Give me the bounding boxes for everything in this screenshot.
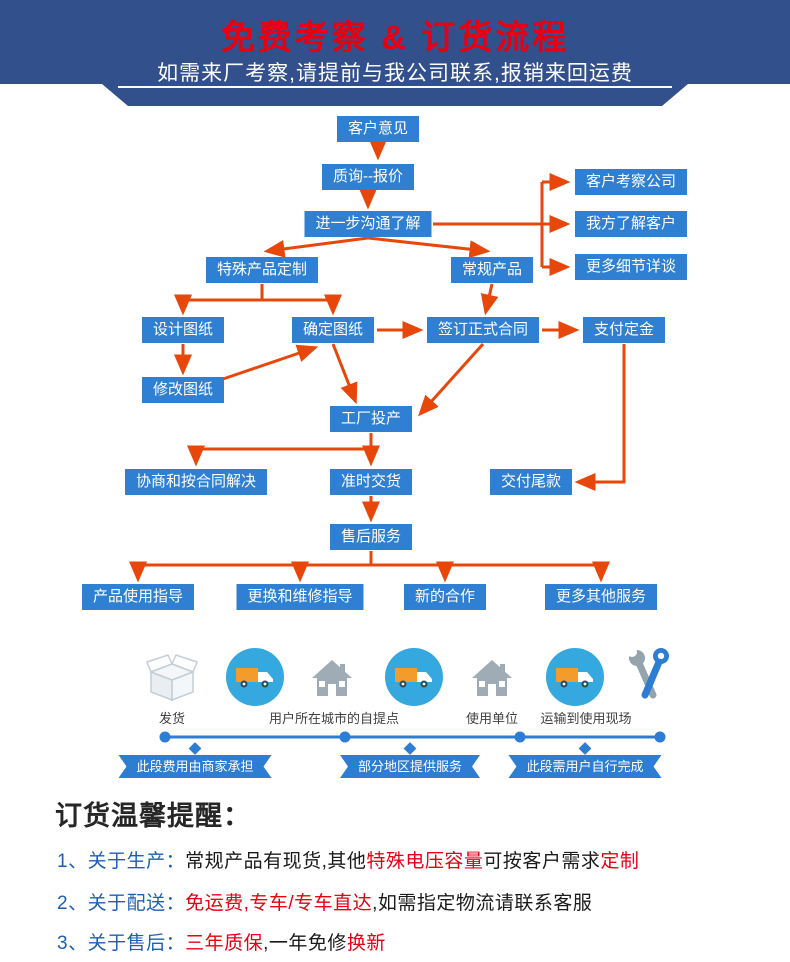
reminder-production-highlight-2: 定制 — [600, 851, 640, 872]
flow-node-revise-drawing: 修改图纸 — [141, 377, 225, 403]
reminder-delivery-text: ,如需指定物流请联系客服 — [372, 893, 593, 914]
flow-node-custom-product: 特殊产品定制 — [205, 257, 319, 283]
flow-node-more-services: 更多其他服务 — [544, 584, 658, 610]
reminder-line-delivery: 2、关于配送：免运费,专车/专车直达,如需指定物流请联系客服 — [57, 888, 592, 915]
flow-node-new-cooperation: 新的合作 — [403, 584, 487, 610]
flow-node-pay-balance: 交付尾款 — [489, 469, 573, 495]
flow-node-on-time-delivery: 准时交货 — [329, 469, 413, 495]
reminder-line-after-sales: 3、关于售后：三年质保,一年免修换新 — [57, 928, 386, 955]
flow-node-after-sales-service: 售后服务 — [329, 524, 413, 550]
banner-title: 免费考察 & 订货流程 — [220, 19, 570, 57]
package-icon — [145, 652, 199, 707]
flow-node-design-drawing: 设计图纸 — [141, 317, 225, 343]
reminder-delivery-highlight: 免运费,专车/专车直达 — [185, 893, 373, 914]
flow-node-client-visit-company: 客户考察公司 — [574, 169, 688, 195]
flow-node-further-communication: 进一步沟通了解 — [304, 211, 432, 237]
ribbon-user-complete: 此段需用户自行完成 — [508, 755, 661, 778]
flow-node-factory-production: 工厂投产 — [329, 406, 413, 432]
logistics-label-pickup-point: 用户所在城市的自提点 — [268, 711, 400, 726]
reminder-delivery-label: 2、关于配送： — [57, 893, 186, 914]
reminder-production-text-2: 可按客户需求 — [483, 851, 601, 872]
flow-node-inquiry-quote: 质询--报价 — [322, 164, 414, 190]
flow-node-usage-guidance: 产品使用指导 — [81, 584, 195, 610]
reminder-after-sales-highlight-1: 三年质保 — [185, 933, 264, 954]
reminder-line-production: 1、关于生产：常规产品有现货,其他特殊电压容量可按客户需求定制 — [57, 846, 639, 873]
ribbon-partial-service: 部分地区提供服务 — [340, 755, 480, 778]
flow-node-more-details: 更多细节详谈 — [574, 254, 688, 280]
ribbon-merchant-cost: 此段费用由商家承担 — [118, 755, 271, 778]
logistics-label-shipping: 发货 — [158, 711, 186, 726]
flow-node-pay-deposit: 支付定金 — [582, 317, 666, 343]
flow-node-standard-product: 常规产品 — [450, 257, 534, 283]
header-banner: 免费考察 & 订货流程 如需来厂考察,请提前与我公司联系,报销来回运费 — [0, 0, 790, 106]
flow-node-negotiate-per-contract: 协商和按合同解决 — [124, 469, 268, 495]
reminder-heading: 订货温馨提醒： — [55, 801, 251, 831]
tools-icon — [623, 645, 673, 708]
flow-node-confirm-drawing: 确定图纸 — [291, 317, 375, 343]
house-icon — [311, 658, 353, 705]
reminder-production-highlight-1: 特殊电压容量 — [366, 851, 484, 872]
delivery-truck-icon — [545, 647, 605, 712]
flow-node-customer-opinion: 客户意见 — [336, 116, 420, 142]
reminder-after-sales-highlight-2: 换新 — [346, 933, 386, 954]
logistics-label-transport: 运输到使用现场 — [540, 711, 632, 726]
flow-node-know-client: 我方了解客户 — [574, 211, 688, 237]
banner-subtitle: 如需来厂考察,请提前与我公司联系,报销来回运费 — [157, 62, 633, 85]
reminder-after-sales-label: 3、关于售后： — [57, 933, 186, 954]
delivery-truck-icon — [384, 647, 444, 712]
reminder-after-sales-text: ,一年免修 — [263, 933, 347, 954]
house-icon — [471, 658, 513, 705]
flow-node-repair-guidance: 更换和维修指导 — [236, 584, 364, 610]
delivery-timeline — [159, 731, 666, 755]
banner-divider — [118, 86, 672, 88]
reminder-production-label: 1、关于生产： — [57, 851, 186, 872]
logistics-label-user-site: 使用单位 — [465, 711, 519, 726]
flow-node-sign-contract: 签订正式合同 — [426, 317, 540, 343]
delivery-truck-icon — [225, 647, 285, 712]
reminder-production-text-1: 常规产品有现货,其他 — [185, 851, 367, 872]
